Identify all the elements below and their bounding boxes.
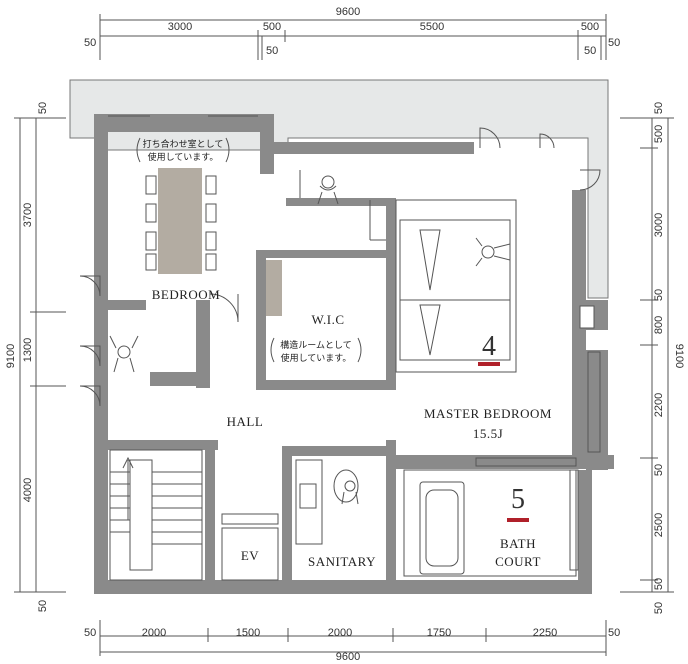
doors-windows [79, 115, 601, 571]
marker-4-number: 4 [482, 331, 496, 362]
dim-right-9: 50 [653, 602, 665, 614]
dim-top-total: 9600 [336, 6, 360, 18]
wic-shelf [266, 260, 282, 316]
dim-top-0: 50 [84, 37, 96, 49]
dim-right-6: 50 [653, 464, 665, 476]
bed [395, 199, 517, 373]
dim-top-4: 5500 [420, 21, 444, 33]
meeting-table [145, 168, 217, 274]
left-dimensions: 9100 50 3700 1300 4000 50 [5, 102, 66, 612]
dim-bottom-3: 2000 [328, 627, 352, 639]
bottom-dimensions: 50 2000 1500 2000 1750 2250 50 9600 [84, 620, 620, 663]
room-label-sanitary: SANITARY [308, 554, 376, 569]
dim-bottom-5: 2250 [533, 627, 557, 639]
person-figures [109, 175, 511, 505]
bedroom-note-line1: 打ち合わせ室として [143, 138, 224, 150]
dim-top-7: 50 [608, 37, 620, 49]
room-label-ev: EV [241, 548, 259, 563]
dim-left-3: 4000 [22, 478, 34, 502]
dim-right-total: 9100 [673, 344, 685, 368]
wic-note: 構造ルームとして 使用しています。 [270, 337, 362, 364]
wic-note-line1: 構造ルームとして [280, 339, 351, 351]
dim-top-3: 50 [266, 45, 278, 57]
dim-right-7: 2500 [653, 513, 665, 537]
top-dimensions: 9600 50 3000 500 50 5500 500 50 50 [84, 6, 620, 60]
staircase [109, 449, 203, 581]
dim-left-2: 1300 [22, 338, 34, 362]
terrace [69, 79, 609, 299]
dim-right-0: 50 [653, 102, 665, 114]
dim-right-4: 800 [653, 316, 665, 334]
room-label-wic: W.I.C [311, 312, 344, 327]
wic-note-line2: 使用しています。 [281, 352, 352, 364]
bedroom-note-line2: 使用しています。 [148, 151, 219, 163]
dim-top-6: 50 [584, 45, 596, 57]
table [158, 168, 202, 274]
marker-5-underline [507, 518, 529, 522]
dim-top-5: 500 [581, 21, 599, 33]
dim-right-2: 3000 [653, 213, 665, 237]
dim-bottom-6: 50 [608, 627, 620, 639]
dim-left-0: 50 [37, 102, 49, 114]
bathtub [403, 469, 577, 577]
dim-right-3: 50 [653, 289, 665, 301]
dim-right-1: 500 [653, 125, 665, 143]
elevator-shaft [221, 513, 279, 581]
dim-right-8: 50 [653, 578, 665, 590]
marker-5-number: 5 [511, 484, 525, 515]
dim-bottom-2: 1500 [236, 627, 260, 639]
room-label-bath: BATH [500, 536, 536, 551]
dim-bottom-4: 1750 [427, 627, 451, 639]
marker-5: 5 [507, 484, 529, 522]
dim-left-4: 50 [37, 600, 49, 612]
dim-right-5: 2200 [653, 393, 665, 417]
dim-left-total: 9100 [5, 344, 17, 368]
right-dimensions: 9100 50 500 3000 50 800 2200 50 2500 50 … [620, 102, 685, 614]
room-label-court: COURT [495, 554, 541, 569]
dim-top-2: 500 [263, 21, 281, 33]
dim-left-1: 3700 [22, 203, 34, 227]
dim-bottom-0: 50 [84, 627, 96, 639]
dim-bottom-1: 2000 [142, 627, 166, 639]
interior-walls [108, 198, 396, 594]
marker-4: 4 [478, 331, 500, 366]
dim-top-1: 3000 [168, 21, 192, 33]
bedroom-note: 打ち合わせ室として 使用しています。 [136, 137, 230, 163]
room-label-master-bedroom: MASTER BEDROOM [424, 406, 552, 421]
room-label-bedroom: BEDROOM [152, 287, 221, 302]
sanitary-fixtures [295, 459, 359, 545]
dim-bottom-total: 9600 [336, 651, 360, 663]
marker-4-underline [478, 362, 500, 366]
room-label-master-area: 15.5J [473, 426, 503, 441]
room-label-hall: HALL [227, 414, 264, 429]
